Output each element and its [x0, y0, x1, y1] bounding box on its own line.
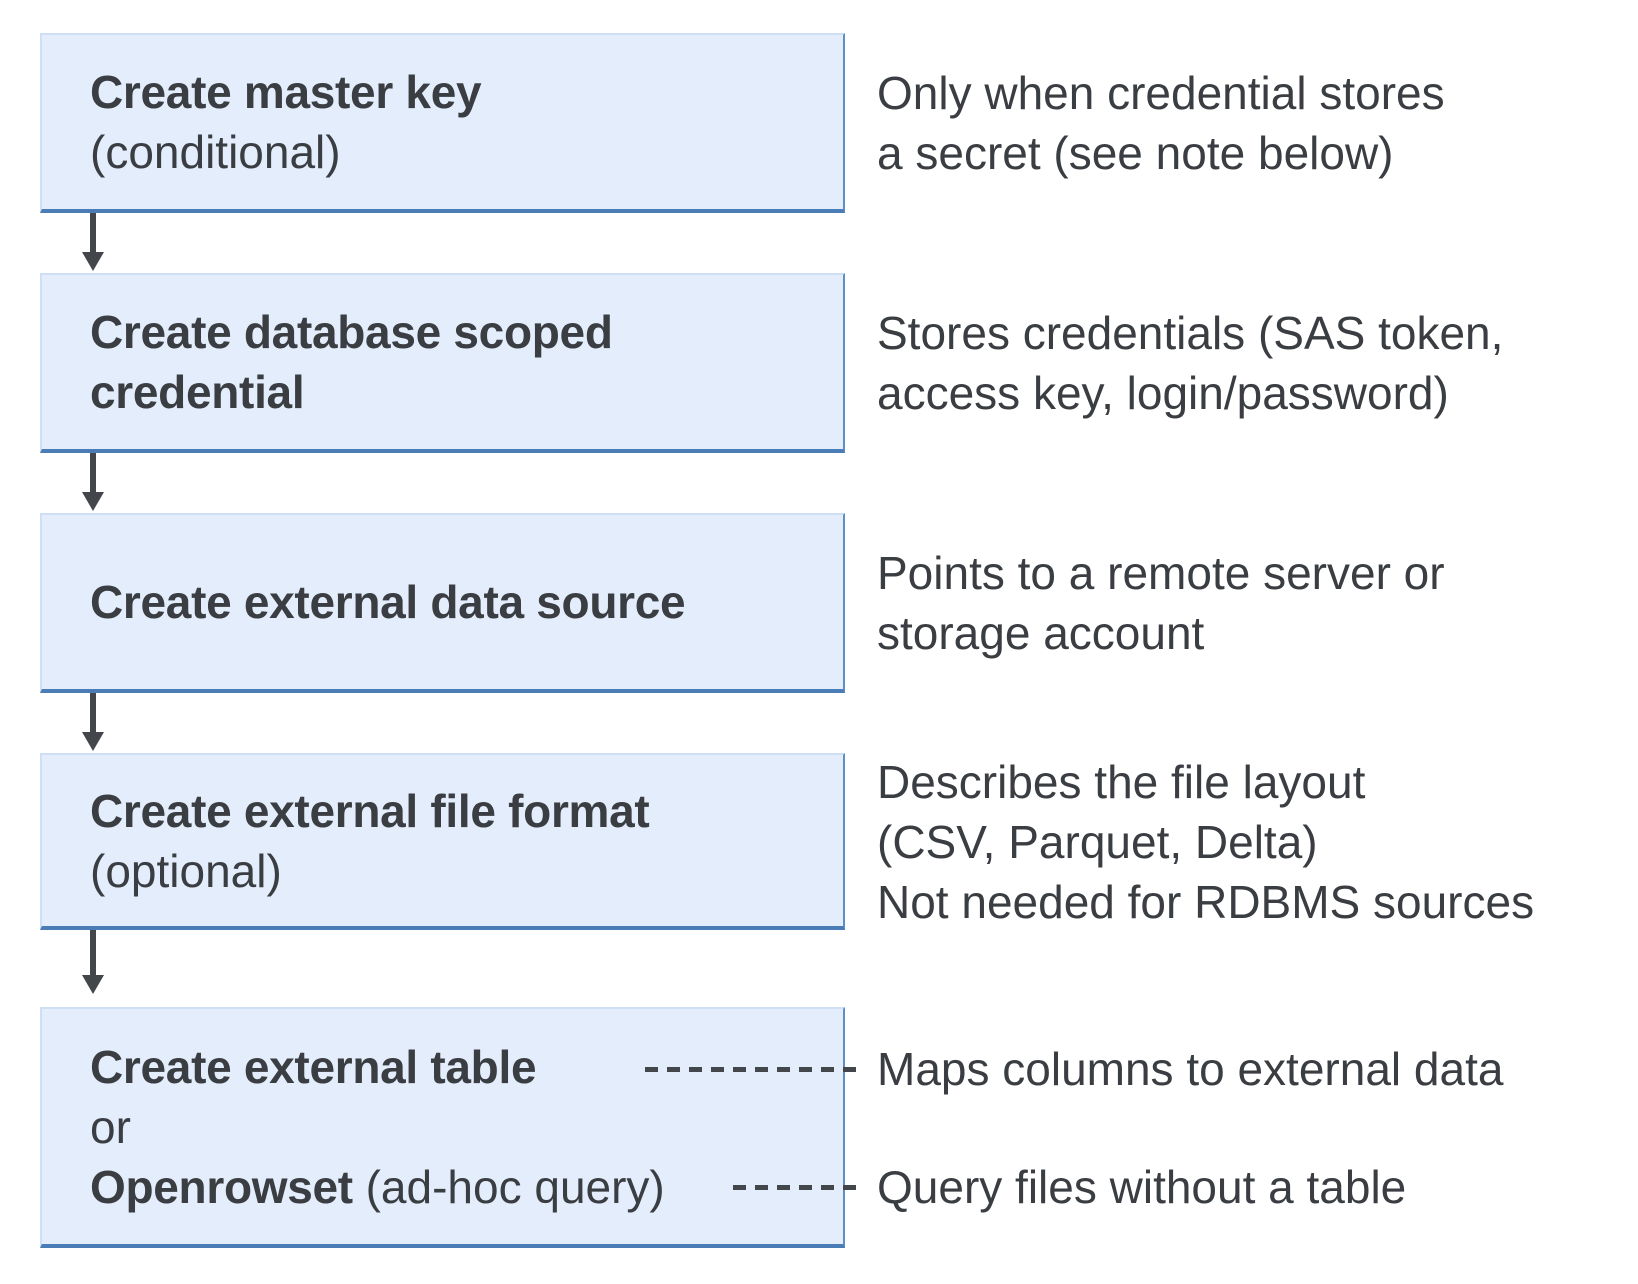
- dashed-connector-external-table: [645, 1067, 865, 1072]
- step-box-create-external-table-or-openrowset: Create external table or Openrowset (ad-…: [40, 1007, 845, 1248]
- step-option-openrowset: Openrowset (ad-hoc query): [90, 1157, 803, 1217]
- step-box-create-external-file-format: Create external file format (optional): [40, 753, 845, 930]
- step-box-create-database-scoped-credential: Create database scoped credential: [40, 273, 845, 453]
- arrow-head: [82, 492, 104, 511]
- arrow-shaft: [90, 453, 96, 492]
- adhoc-query-label: (ad-hoc query): [352, 1160, 665, 1213]
- arrow-shaft: [90, 930, 96, 975]
- step-title: Create external data source: [90, 576, 686, 628]
- step-title: Create master key: [90, 66, 482, 118]
- step-title: Create external file format: [90, 784, 650, 837]
- down-arrow-icon: [82, 693, 104, 751]
- step-note-master-key: Only when credential stores a secret (se…: [877, 67, 1445, 179]
- step-note-external-table: Maps columns to external data: [877, 1043, 1504, 1095]
- openrowset-label: Openrowset: [90, 1160, 353, 1213]
- step-note-file-format: Describes the file layout (CSV, Parquet,…: [877, 755, 1535, 928]
- step-note-openrowset: Query files without a table: [877, 1161, 1407, 1213]
- arrow-shaft: [90, 693, 96, 732]
- dashed-connector-openrowset: [733, 1185, 865, 1190]
- down-arrow-icon: [82, 453, 104, 511]
- step-option-create-external-table: Create external table: [90, 1040, 537, 1093]
- down-arrow-icon: [82, 930, 104, 994]
- arrow-head: [82, 975, 104, 994]
- step-or-label: or: [90, 1100, 131, 1153]
- arrow-shaft: [90, 213, 96, 252]
- step-note-credential: Stores credentials (SAS token, access ke…: [877, 307, 1504, 419]
- step-subtitle: (optional): [90, 844, 282, 897]
- step-note-data-source: Points to a remote server or storage acc…: [877, 547, 1445, 659]
- arrow-head: [82, 252, 104, 271]
- step-box-create-external-data-source: Create external data source: [40, 513, 845, 693]
- down-arrow-icon: [82, 213, 104, 271]
- step-box-create-master-key: Create master key (conditional): [40, 33, 845, 213]
- step-subtitle: (conditional): [90, 126, 341, 178]
- step-title: Create database scoped credential: [90, 306, 613, 418]
- arrow-head: [82, 732, 104, 751]
